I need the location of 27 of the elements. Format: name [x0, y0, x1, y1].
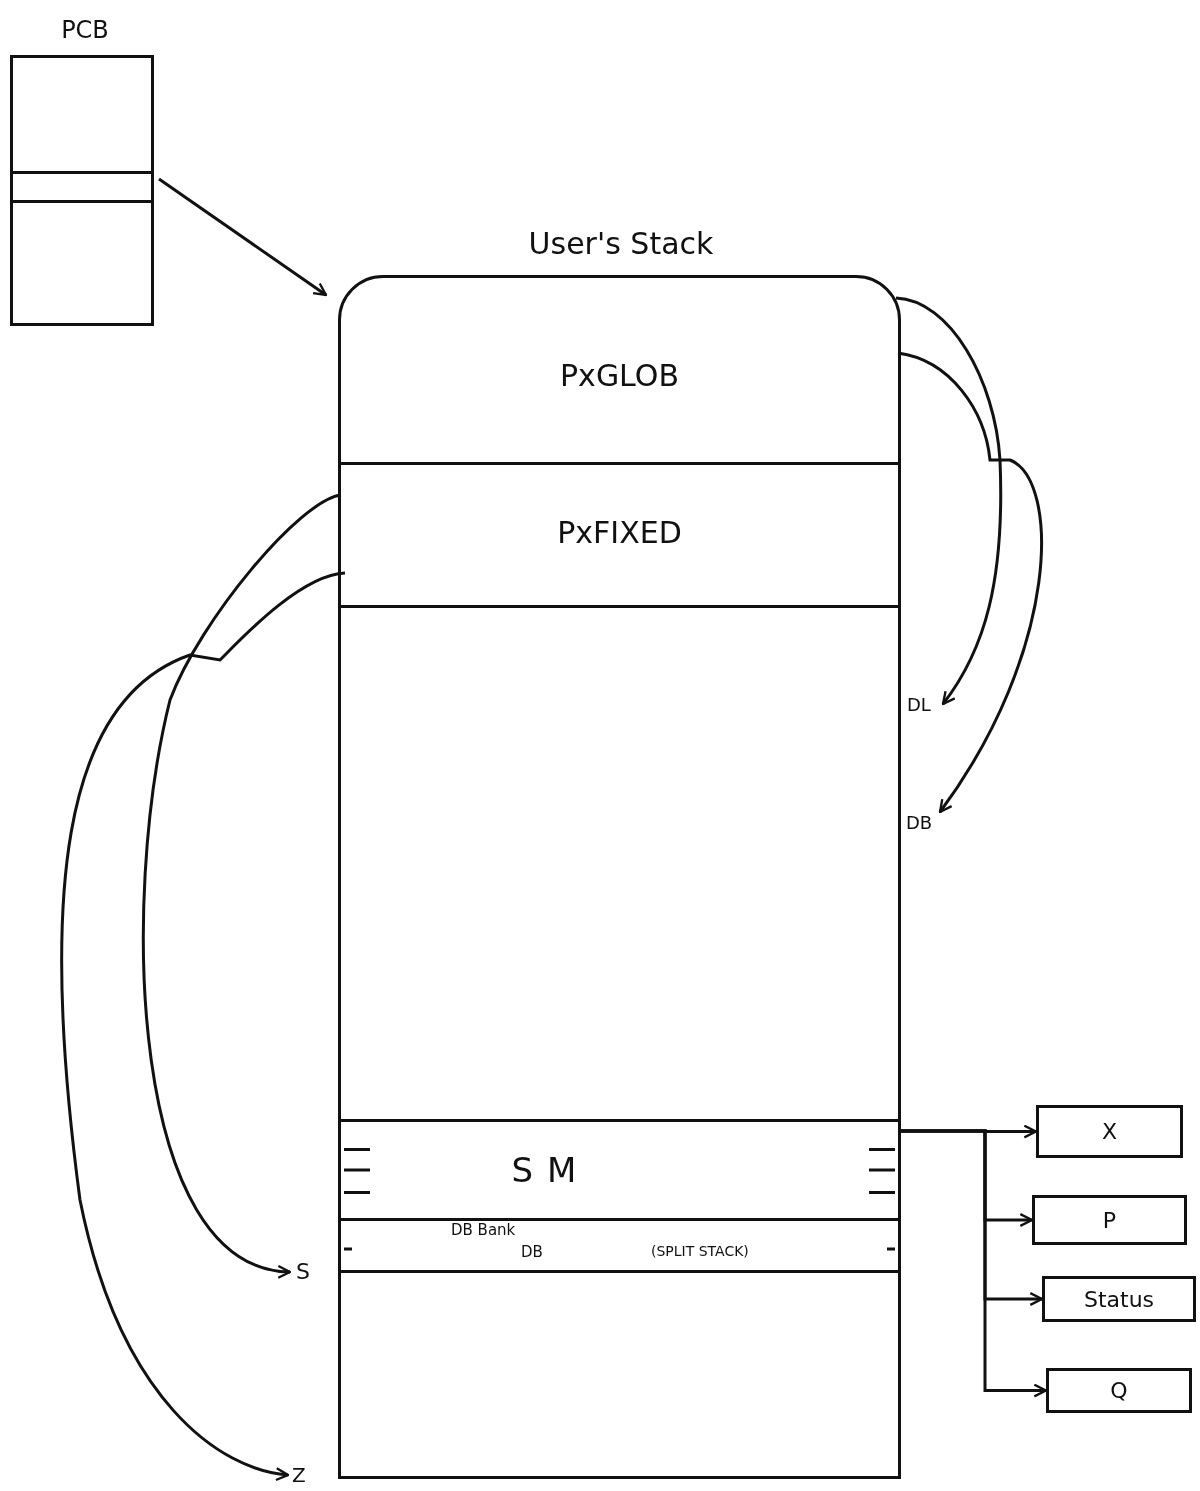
block-title: PCB	[60, 16, 110, 44]
region-label: PxGLOB	[559, 358, 680, 393]
region-label: PxFIXED	[556, 515, 683, 550]
stack-region	[341, 1221, 898, 1273]
register-box	[1046, 1368, 1192, 1413]
region-label: DB Bank	[451, 1221, 516, 1239]
pointer-label: DB	[906, 810, 938, 836]
memory-slot	[13, 171, 151, 203]
region-label: (SPLIT STACK)	[651, 1243, 749, 1259]
register-box	[1032, 1195, 1187, 1245]
arrow	[898, 1129, 1048, 1398]
register-box	[1042, 1276, 1196, 1322]
pointer-label: Z	[292, 1462, 314, 1488]
pointer-label: DL	[907, 692, 939, 718]
arrow	[158, 177, 328, 297]
register-label: Q	[1110, 1378, 1128, 1403]
register-label: X	[1101, 1119, 1118, 1144]
register-label: P	[1102, 1207, 1117, 1233]
block-title: User's Stack	[527, 226, 715, 261]
region-label: DB	[521, 1243, 543, 1261]
region-label: SM	[510, 1150, 592, 1190]
register-label: Status	[1083, 1286, 1155, 1312]
arrow	[60, 571, 346, 1481]
register-box	[1036, 1105, 1183, 1158]
arrow	[895, 296, 1003, 706]
stack-region	[341, 1119, 898, 1221]
pointer-label: S	[296, 1258, 320, 1286]
